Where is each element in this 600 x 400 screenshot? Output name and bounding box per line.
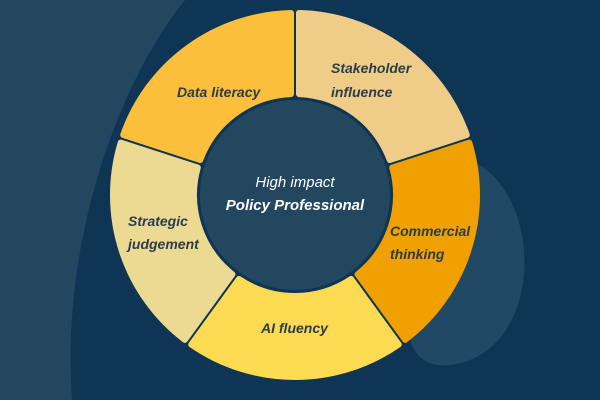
segment-label-ai-fluency: AI fluency [260,320,329,336]
segment-ai-fluency [188,275,402,380]
segment-label-stakeholder-influence-1: Stakeholder [331,60,413,76]
center-circle [200,100,390,290]
segment-data-literacy [120,10,295,164]
center-title-line2: Policy Professional [226,197,365,214]
segment-stakeholder-influence [295,10,470,164]
segment-strategic-judgement [110,139,236,343]
segment-label-strategic-judgement-2: judgement [126,236,200,252]
segment-label-commercial-thinking-1: Commercial [390,223,471,239]
segment-label-data-literacy: Data literacy [177,84,261,100]
wheel-segments [110,10,480,380]
segment-label-commercial-thinking-2: thinking [390,246,445,262]
segment-label-stakeholder-influence-2: influence [331,84,393,100]
segment-label-strategic-judgement-1: Strategic [128,213,188,229]
center-title-line1: High impact [255,174,335,191]
background-blob-left [0,0,185,400]
segment-commercial-thinking [354,139,480,343]
